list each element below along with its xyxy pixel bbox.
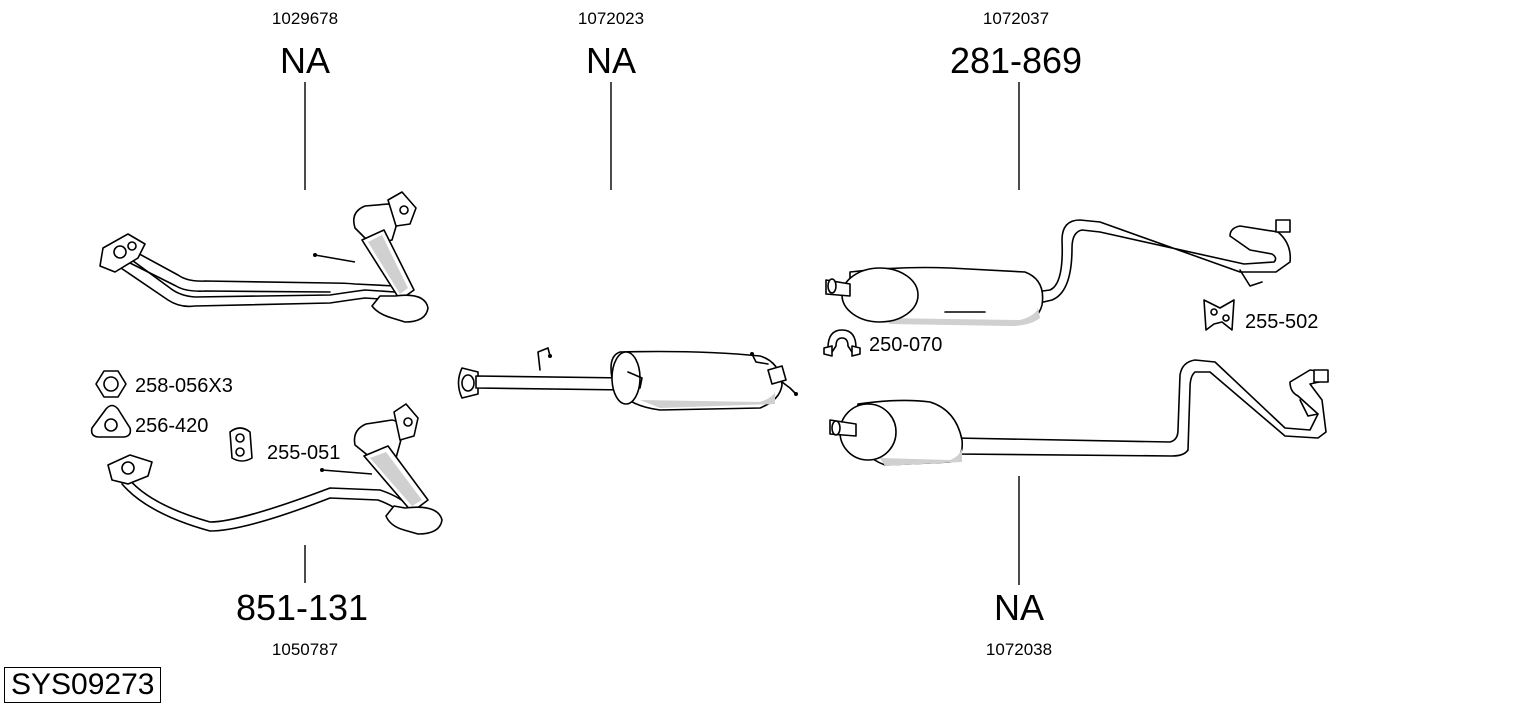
rear-silencer-1072038 bbox=[829, 359, 1329, 466]
component-part-number: 281-869 bbox=[949, 40, 1083, 81]
accessory-part-number: 255-051 bbox=[267, 442, 341, 464]
accessory-part-number: 255-502 bbox=[1245, 311, 1319, 333]
accessory-part-number: 258-056X3 bbox=[135, 375, 233, 397]
hex-nut-icon bbox=[95, 370, 127, 398]
pipe-clamp-icon bbox=[823, 329, 861, 357]
component-code: 1072037 bbox=[982, 9, 1050, 28]
component-code: 1072038 bbox=[985, 640, 1053, 659]
component-code: 1050787 bbox=[271, 640, 339, 659]
center-silencer-1072023 bbox=[457, 347, 798, 411]
accessory-part-number: 256-420 bbox=[135, 415, 209, 437]
component-part-number: NA bbox=[279, 40, 331, 81]
system-id-box: SYS09273 bbox=[4, 667, 162, 703]
accessory-part-number: 250-070 bbox=[869, 334, 943, 356]
front-pipe-1050787 bbox=[107, 403, 443, 535]
rubber-hanger-icon bbox=[229, 427, 253, 462]
component-part-number: 851-131 bbox=[235, 587, 369, 628]
front-pipe-1029678 bbox=[99, 191, 429, 323]
leader-lines bbox=[304, 82, 1020, 585]
rear-silencer-1072037 bbox=[825, 219, 1292, 326]
component-code: 1072023 bbox=[577, 9, 645, 28]
component-part-number: NA bbox=[585, 40, 637, 81]
component-part-number: NA bbox=[993, 587, 1045, 628]
flange-gasket-icon bbox=[90, 404, 132, 438]
mounting-bracket-icon bbox=[1203, 299, 1235, 331]
component-code: 1029678 bbox=[271, 9, 339, 28]
